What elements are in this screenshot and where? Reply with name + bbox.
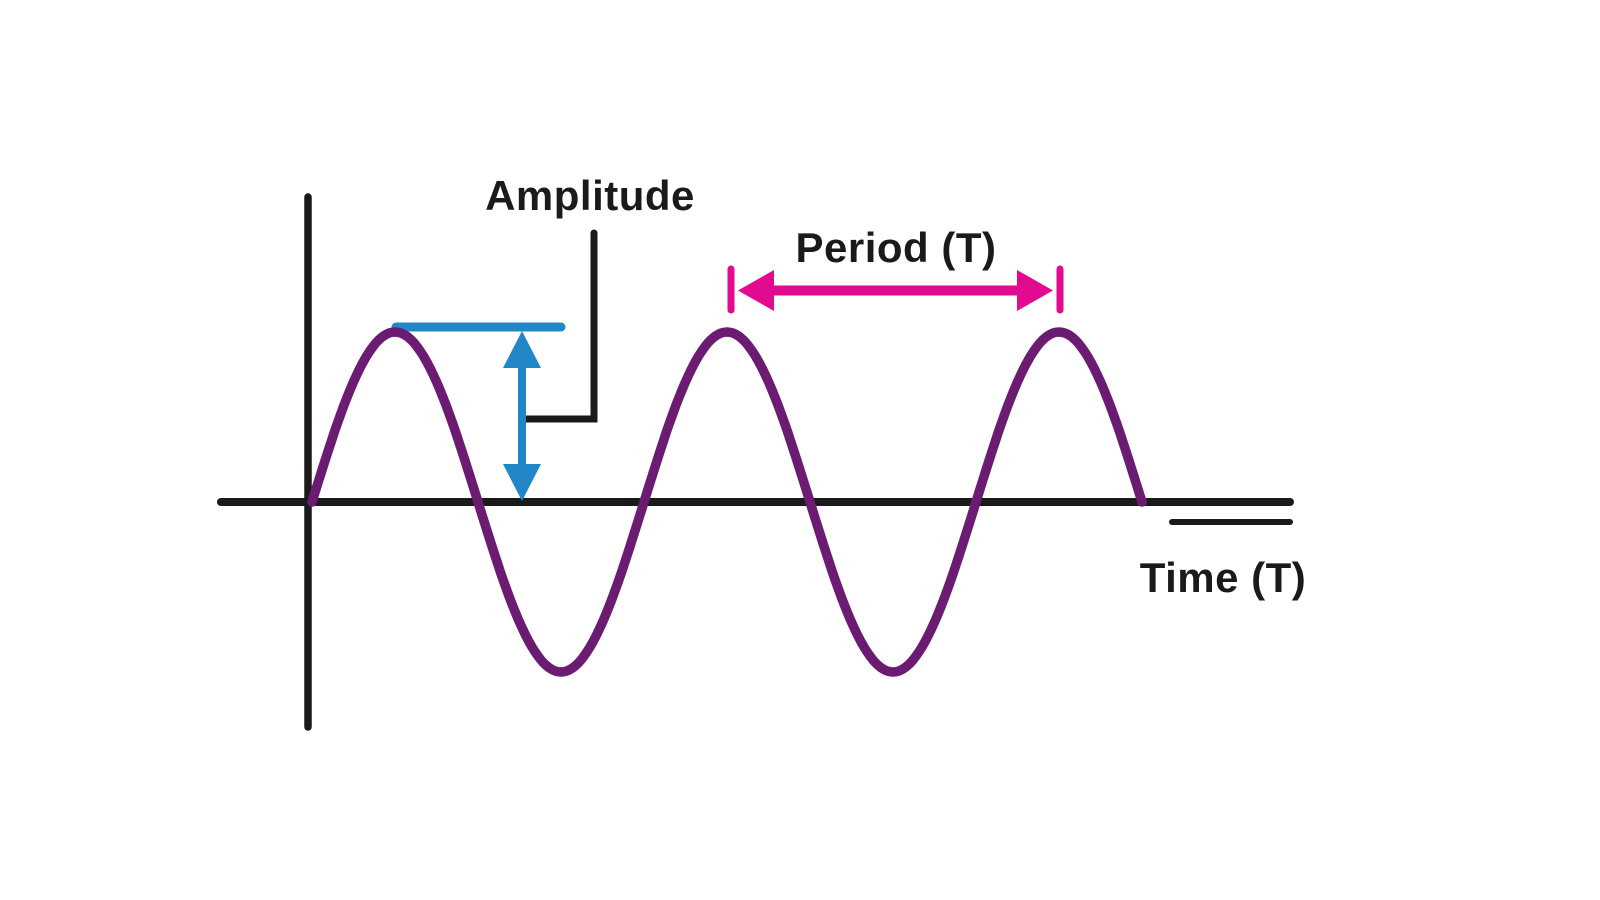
period-arrowhead-right-icon [1017, 270, 1053, 311]
amplitude-label: Amplitude [485, 172, 695, 219]
amplitude-marker [391, 322, 566, 501]
period-label: Period (T) [796, 224, 997, 271]
sine-wave-curve [307, 327, 1147, 677]
amplitude-bracket-line [522, 229, 598, 423]
amplitude-arrowhead-up-icon [503, 331, 541, 368]
time-axis-label: Time (T) [1140, 554, 1307, 601]
period-marker [727, 265, 1064, 314]
period-arrowhead-left-icon [738, 270, 774, 311]
amplitude-arrowhead-down-icon [503, 464, 541, 501]
